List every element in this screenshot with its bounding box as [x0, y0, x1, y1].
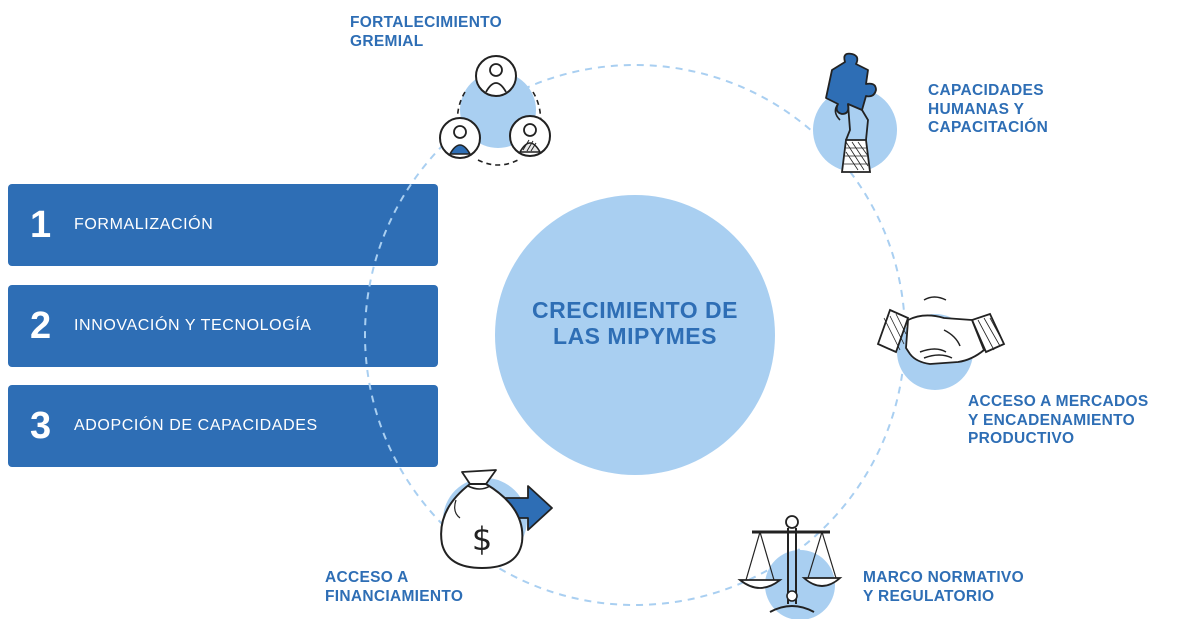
pillar-label: INNOVACIÓN Y TECNOLOGÍA [74, 317, 312, 334]
people-network-icon [439, 55, 551, 166]
svg-text:$: $ [472, 520, 492, 558]
pillar-adopcion: 3 ADOPCIÓN DE CAPACIDADES [8, 385, 438, 467]
label-acceso-mercados: ACCESO A MERCADOS Y ENCADENAMIENTO PRODU… [968, 393, 1149, 448]
pillar-number: 1 [30, 204, 52, 246]
center-title-line2: LAS MIPYMES [553, 322, 717, 349]
money-bag-icon: $ [440, 469, 553, 569]
pillar-label: FORMALIZACIÓN [74, 216, 214, 233]
center-title: CRECIMIENTO DE LAS MIPYMES [500, 297, 770, 350]
puzzle-hand-icon [813, 52, 897, 173]
label-capacidades-humanas: CAPACIDADES HUMANAS Y CAPACITACIÓN [928, 82, 1049, 137]
pillar-number: 2 [30, 305, 52, 347]
center-circle [495, 195, 775, 475]
pillar-innovacion: 2 INNOVACIÓN Y TECNOLOGÍA [8, 285, 438, 367]
center-title-line1: CRECIMIENTO DE [532, 297, 738, 323]
label-fortalecimiento-gremial: FORTALECIMIENTO GREMIAL [350, 14, 503, 50]
scales-icon [737, 515, 843, 619]
label-acceso-financiamiento: ACCESO A FINANCIAMIENTO [325, 569, 464, 605]
label-marco-normativo: MARCO NORMATIVO Y REGULATORIO [863, 569, 1024, 605]
pillar-label: ADOPCIÓN DE CAPACIDADES [74, 417, 318, 434]
handshake-icon [876, 296, 1006, 390]
pillar-formalizacion: 1 FORMALIZACIÓN [8, 184, 438, 266]
pillar-number: 3 [30, 405, 52, 447]
